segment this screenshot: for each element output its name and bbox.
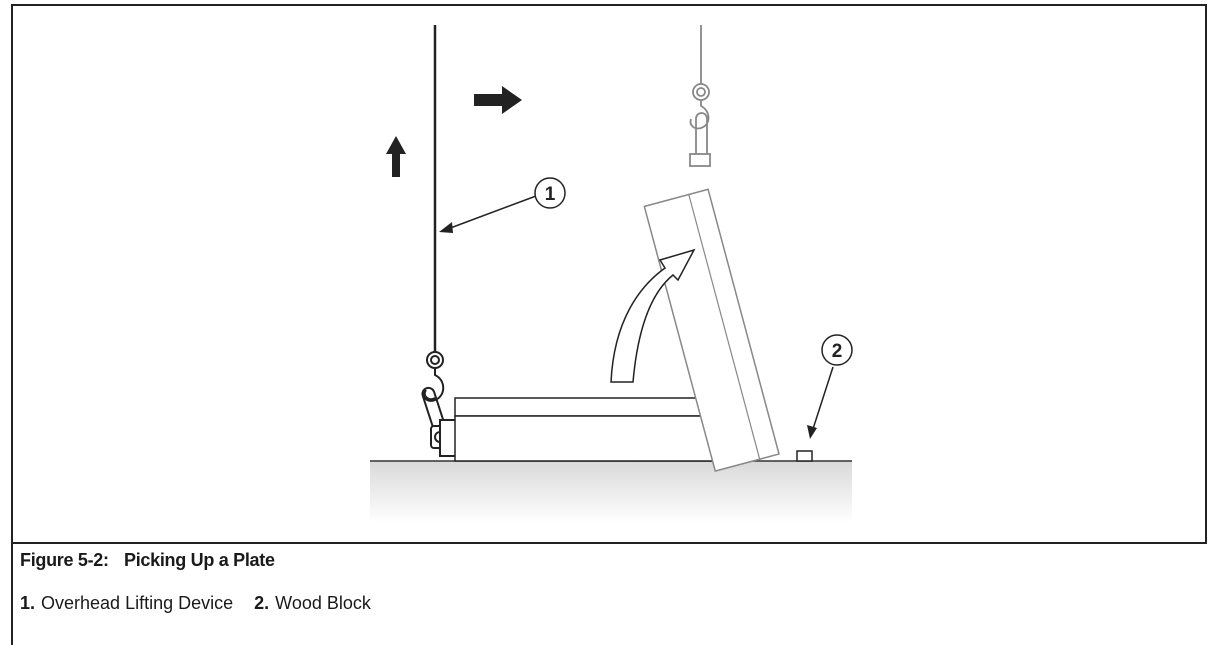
right-arrow-icon xyxy=(474,86,522,114)
left-hook-icon xyxy=(421,351,457,457)
floor xyxy=(370,460,852,523)
wood-block xyxy=(796,450,813,462)
plate-lifting-diagram: 1 2 xyxy=(370,25,853,523)
figure-legend: 1.Overhead Lifting Device 2.Wood Block xyxy=(20,593,387,614)
figure-caption: Figure 5-2: Picking Up a Plate xyxy=(20,550,275,571)
legend-item-text: Wood Block xyxy=(275,593,371,613)
legend-item-index: 1. xyxy=(20,593,36,613)
callout-1: 1 xyxy=(439,177,566,233)
callout-2-number: 2 xyxy=(832,341,843,362)
legend-item: 1.Overhead Lifting Device xyxy=(20,593,233,613)
callout-1-number: 1 xyxy=(545,184,556,205)
legend-item-text: Overhead Lifting Device xyxy=(41,593,234,613)
legend-item-index: 2. xyxy=(254,593,270,613)
frame-divider xyxy=(11,542,1207,544)
frame-border-top xyxy=(11,4,1207,6)
curved-arrow-icon xyxy=(610,248,696,383)
frame-border-right xyxy=(1205,4,1207,544)
callout-2: 2 xyxy=(807,334,853,439)
figure-title: Picking Up a Plate xyxy=(124,550,275,570)
right-hook-icon xyxy=(689,25,711,167)
frame-border-left xyxy=(11,4,13,645)
legend-item: 2.Wood Block xyxy=(254,593,371,613)
figure-number: Figure 5-2: xyxy=(20,550,109,570)
up-arrow-icon xyxy=(386,136,406,177)
